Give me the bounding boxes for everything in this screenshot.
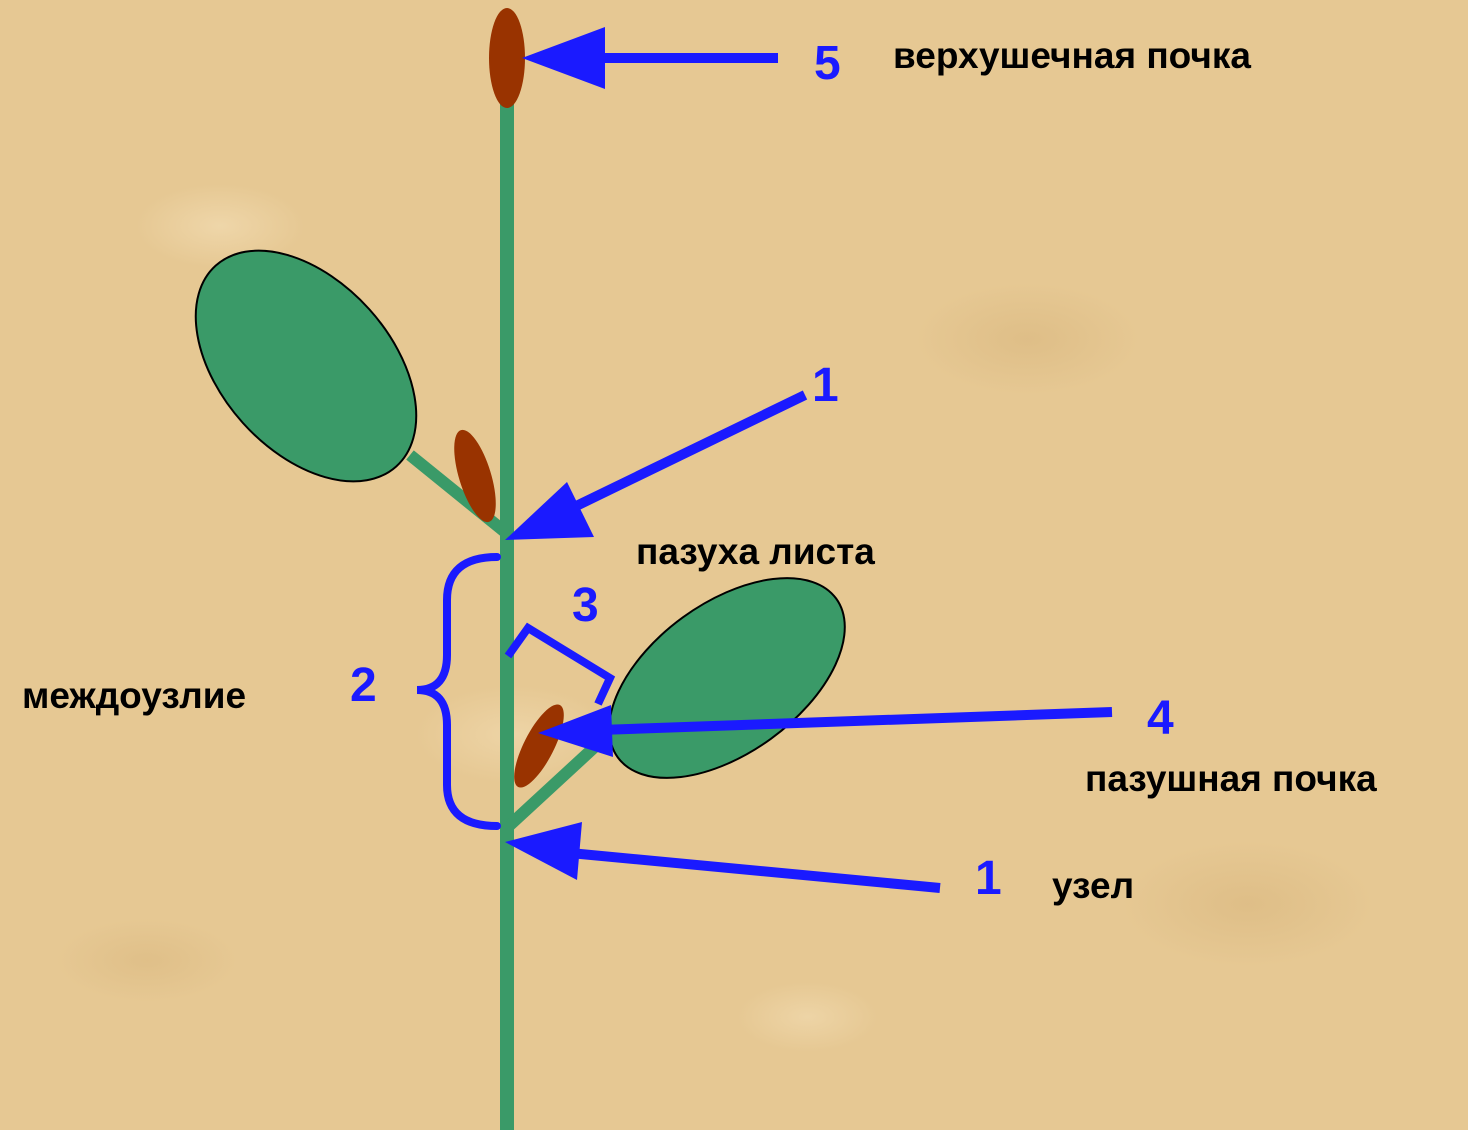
lower-axillary-bud <box>514 704 564 788</box>
number-1-bottom: 1 <box>975 852 1002 905</box>
arrowhead-axillary-bud <box>538 705 613 757</box>
upper-leaf <box>194 249 418 483</box>
pointer-node-bottom <box>569 848 941 893</box>
label-leaf-axil: пазуха листа <box>636 531 875 572</box>
number-1-top: 1 <box>812 359 839 412</box>
label-internode: междоузлие <box>22 675 247 716</box>
internode-brace <box>416 553 501 830</box>
lower-leaf <box>608 577 846 779</box>
label-node: узел <box>1052 865 1135 906</box>
number-5: 5 <box>814 37 841 90</box>
label-apical-bud: верхушечная почка <box>893 35 1251 76</box>
arrowhead-node-top <box>505 482 594 540</box>
lower-petiole <box>505 737 605 830</box>
label-axillary-bud: пазушная почка <box>1085 758 1377 799</box>
upper-axillary-bud <box>454 429 496 523</box>
pointer-axillary-bud <box>599 707 1113 735</box>
arrowhead-apical-bud <box>522 27 605 89</box>
number-3: 3 <box>572 579 599 632</box>
arrowhead-node-bottom <box>505 822 582 880</box>
number-4: 4 <box>1147 692 1174 745</box>
pointer-node-top <box>565 390 808 515</box>
leaf-axil-marker <box>504 622 616 706</box>
apical-bud <box>489 8 525 108</box>
number-2: 2 <box>350 659 377 712</box>
